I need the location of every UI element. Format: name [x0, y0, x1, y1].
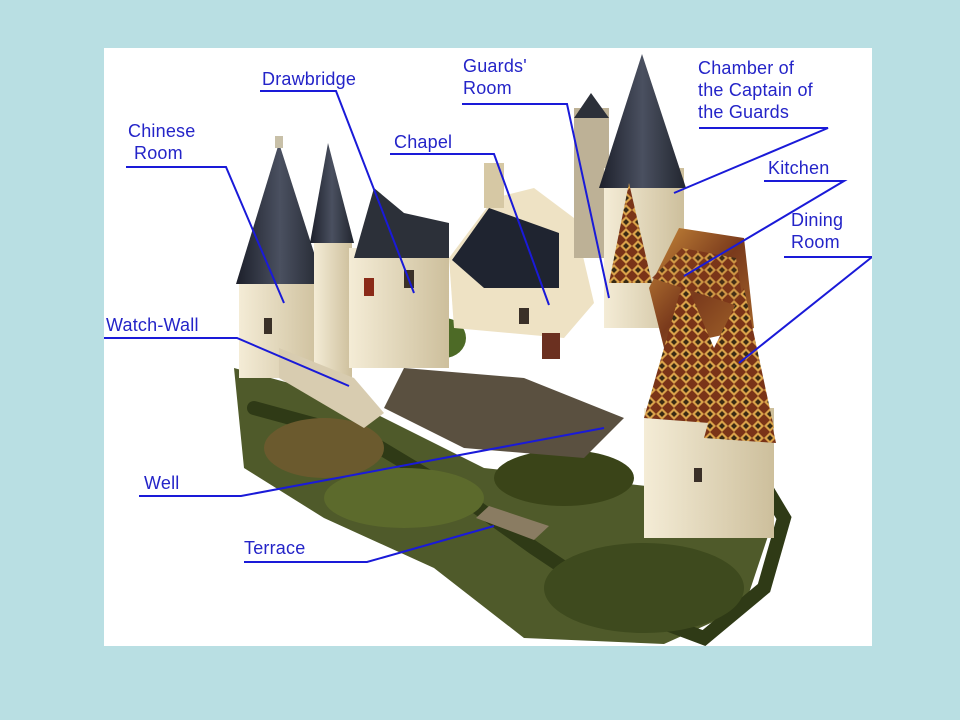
label-chapel-line-1: Chapel [394, 132, 453, 152]
label-kitchen: Kitchen [768, 157, 829, 179]
label-drawbridge: Drawbridge [262, 68, 356, 90]
label-guards-room: Guards' Room [463, 55, 527, 99]
label-chamber-captain: Chamber of the Captain of the Guards [698, 57, 813, 123]
small-spire [310, 143, 354, 388]
label-chamber-captain-line-1: Chamber of [698, 58, 795, 78]
chapel-building [449, 163, 594, 359]
label-guards-room-line-1: Guards' [463, 56, 527, 76]
leader-watch-wall [104, 337, 350, 387]
captain-tower [574, 54, 686, 328]
label-dining-room-line-1: Dining [791, 210, 844, 230]
leader-kitchen [683, 180, 848, 277]
leader-guards-room [462, 103, 610, 299]
label-kitchen-line-1: Kitchen [768, 158, 830, 178]
label-chinese-room-line-1: Chinese [128, 121, 196, 141]
label-watch-wall-line-1: Watch-Wall [106, 315, 199, 335]
leader-well [139, 427, 605, 497]
terrace-area [476, 506, 549, 540]
leader-chamber-captain [673, 127, 829, 194]
chinese-room-tower [236, 136, 324, 378]
label-drawbridge-line-1: Drawbridge [262, 69, 357, 89]
label-guards-room-line-2: Room [463, 78, 512, 98]
leader-terrace [244, 525, 495, 563]
castle-diagram-panel: Chinese Room Drawbridge Guards' Room Cha… [104, 48, 872, 646]
leader-dining-room [738, 256, 872, 364]
label-well-line-1: Well [144, 473, 180, 493]
label-chinese-room-line-2: Room [134, 143, 183, 163]
label-chamber-captain-line-3: the Guards [698, 102, 790, 122]
leader-drawbridge [260, 90, 415, 294]
label-chamber-captain-line-2: the Captain of [698, 80, 813, 100]
castle-base [234, 368, 792, 646]
label-well: Well [144, 472, 179, 494]
leader-chapel [390, 153, 550, 306]
castle-illustration [104, 54, 872, 646]
label-dining-room-line-2: Room [791, 232, 840, 252]
leader-chinese-room [126, 166, 285, 304]
label-watch-wall: Watch-Wall [106, 314, 199, 336]
label-terrace-line-1: Terrace [244, 538, 306, 558]
leader-lines [104, 90, 872, 563]
dining-room-tower [644, 278, 776, 538]
label-terrace: Terrace [244, 537, 305, 559]
drawbridge-gatehouse [349, 188, 449, 368]
label-dining-room: Dining Room [791, 209, 843, 253]
label-chapel: Chapel [394, 131, 452, 153]
label-chinese-room: Chinese Room [128, 120, 195, 164]
